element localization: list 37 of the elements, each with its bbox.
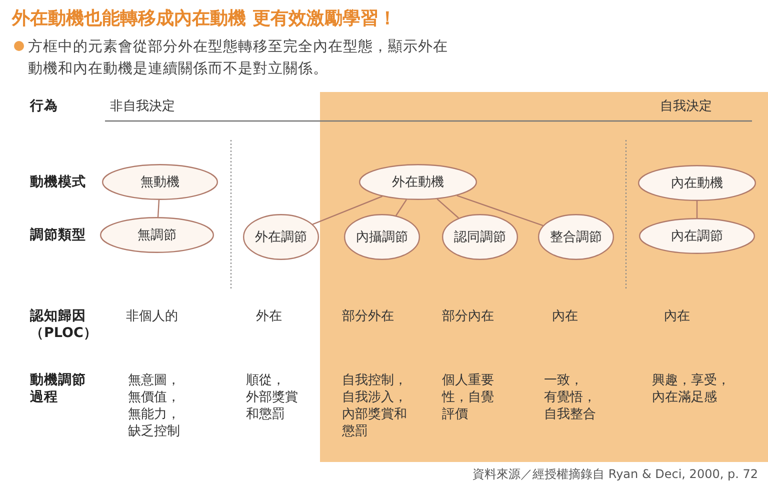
ellipse-node: 認同調節 [442, 214, 518, 260]
ellipse-node: 內攝調節 [344, 214, 420, 260]
connector-line [396, 199, 407, 216]
ellipse-node: 內在調節 [639, 218, 755, 254]
cell-text: 部分外在 [342, 308, 394, 325]
cell-text: 無意圖，無價值，無能力，缺乏控制 [128, 372, 181, 440]
ellipse-node: 無動機 [102, 164, 218, 200]
ellipse-node: 內在動機 [638, 165, 756, 201]
cell-text: 一致，有覺悟，自我整合 [544, 372, 597, 423]
row-heading: 動機調節過程 [30, 372, 87, 406]
cell-text: 內在 [664, 308, 690, 325]
cell-text: 順從，外部獎賞和懲罰 [246, 372, 299, 423]
cell-text: 興趣，享受，內在滿足感 [652, 372, 731, 406]
cell-text: 外在 [256, 308, 282, 325]
connector-line [456, 194, 544, 226]
cell-text: 個人重要性，自覺評價 [442, 372, 495, 423]
row-heading: 行為 [30, 98, 58, 115]
cell-text: 自我控制，自我涉入，內部獎賞和懲罰 [342, 372, 408, 440]
title: 外在動機也能轉移成內在動機 更有效激勵學習！ [12, 7, 396, 30]
ellipse-node: 外在動機 [359, 164, 477, 200]
ellipse-node: 整合調節 [538, 214, 614, 260]
cell-text: 自我決定 [660, 98, 712, 115]
connector-line [436, 198, 459, 218]
connector-line [312, 196, 383, 225]
connector-line [696, 201, 698, 218]
connector-line [157, 200, 160, 218]
row-heading: 調節類型 [30, 227, 86, 244]
cell-text: 部分內在 [442, 308, 494, 325]
source-note: 資料來源／經授權摘錄自 Ryan & Deci, 2000, p. 72 [472, 466, 758, 483]
cell-text: 非個人的 [126, 308, 178, 325]
ellipse-node: 外在調節 [243, 214, 319, 260]
row-heading: 動機模式 [30, 174, 86, 191]
cell-text: 非自我決定 [110, 98, 175, 115]
row-heading: 認知歸因（PLOC） [30, 308, 90, 342]
ellipse-node: 無調節 [100, 217, 214, 253]
cell-text: 內在 [552, 308, 578, 325]
caption: 方框中的元素會從部分外在型態轉移至完全內在型態，顯示外在動機和內在動機是連續關係而不是對立關係。 [28, 38, 448, 79]
